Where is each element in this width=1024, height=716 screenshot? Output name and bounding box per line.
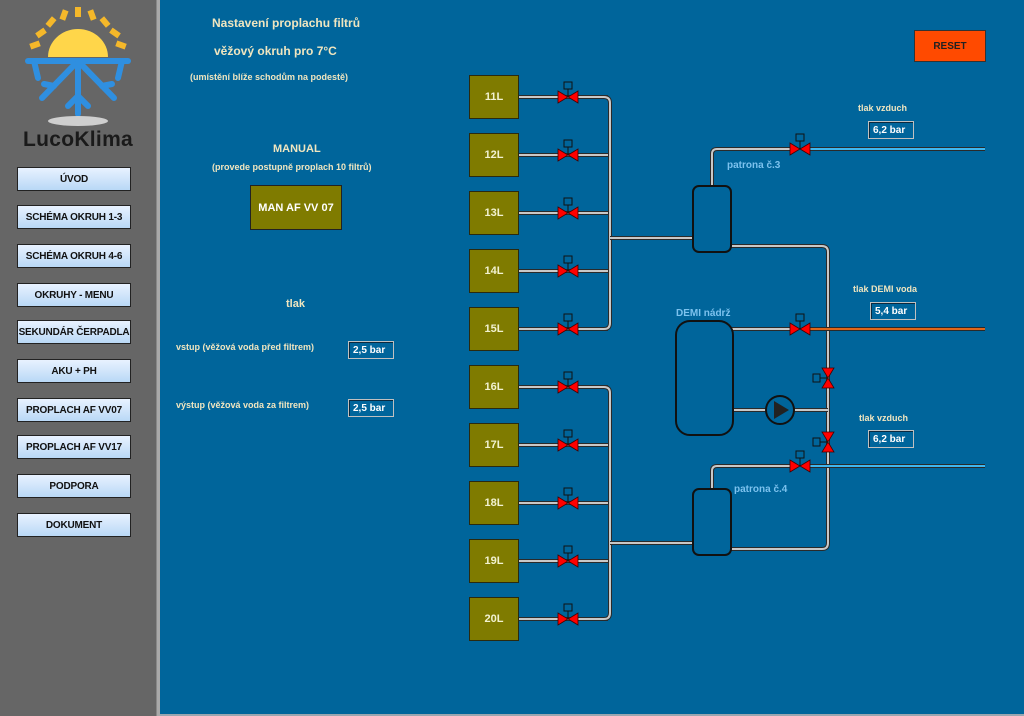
air-pressure-bottom-value: 6,2 bar — [868, 430, 914, 448]
nav-aku-ph-button[interactable]: AKU + PH — [17, 359, 131, 383]
filter-valve-17[interactable] — [557, 429, 579, 452]
air-pressure-bottom-label: tlak vzduch — [859, 413, 909, 423]
demi-tank — [675, 320, 734, 436]
manual-description: (provede postupně proplach 10 filtrů) — [212, 162, 372, 172]
brand-name: LucoKlima — [22, 128, 134, 151]
filter-18l[interactable]: 18L — [469, 481, 519, 525]
manual-title: MANUAL — [273, 143, 321, 155]
filter-valve-12[interactable] — [557, 139, 579, 162]
collector-top-core — [603, 96, 611, 330]
nav-uvod-button[interactable]: ÚVOD — [17, 167, 131, 191]
filter-17l[interactable]: 17L — [469, 423, 519, 467]
collector-bottom-core — [603, 386, 611, 620]
filter-19l[interactable]: 19L — [469, 539, 519, 583]
filter-16l[interactable]: 16L — [469, 365, 519, 409]
manual-flush-button[interactable]: MAN AF VV 07 — [250, 185, 342, 230]
filter-valve-14[interactable] — [557, 255, 579, 278]
filter-valve-11[interactable] — [557, 81, 579, 104]
riser-valve-upper[interactable] — [812, 367, 835, 389]
pump-icon — [765, 395, 795, 425]
cartridge-4-label: patrona č.4 — [734, 484, 788, 495]
cartridge-3-air-pipe-core — [711, 148, 790, 186]
filter-20l[interactable]: 20L — [469, 597, 519, 641]
filter-13l[interactable]: 13L — [469, 191, 519, 235]
outlet-pressure-value: 2,5 bar — [348, 399, 394, 417]
filter-valve-15[interactable] — [557, 313, 579, 336]
nav-dokument-button[interactable]: DOKUMENT — [17, 513, 131, 537]
riser-valve-lower[interactable] — [812, 431, 835, 453]
demi-valve[interactable] — [789, 313, 811, 336]
filter-valve-13[interactable] — [557, 197, 579, 220]
filter-12l[interactable]: 12L — [469, 133, 519, 177]
page-title: Nastavení proplachu filtrů — [212, 16, 361, 30]
filter-11l[interactable]: 11L — [469, 75, 519, 119]
nav-sekundar-cerpadla-button[interactable]: SEKUNDÁR ČERPADLA — [17, 320, 131, 344]
cartridge-3-tank — [692, 185, 732, 253]
nav-proplach-af-vv07-button[interactable]: PROPLACH AF VV07 — [17, 398, 131, 422]
pressure-title: tlak — [286, 298, 305, 310]
sidebar: LucoKlima ÚVOD SCHÉMA OKRUH 1-3 SCHÉMA O… — [0, 0, 156, 716]
riser-pipe-core — [731, 245, 829, 550]
nav-schema-okruh-1-3-button[interactable]: SCHÉMA OKRUH 1-3 — [17, 205, 131, 229]
nav-schema-okruh-4-6-button[interactable]: SCHÉMA OKRUH 4-6 — [17, 244, 131, 268]
logo-icon — [25, 7, 131, 126]
filter-valve-16[interactable] — [557, 371, 579, 394]
nav-okruhy-menu-button[interactable]: OKRUHY - MENU — [17, 283, 131, 307]
demi-pressure-label: tlak DEMI voda — [853, 284, 918, 294]
nav-proplach-af-vv17-button[interactable]: PROPLACH AF VV17 — [17, 435, 131, 459]
demi-tank-label: DEMI nádrž — [676, 308, 731, 319]
sidebar-divider — [156, 0, 161, 716]
page-subtitle: věžový okruh pro 7°C — [214, 44, 337, 58]
air-pressure-top-value: 6,2 bar — [868, 121, 914, 139]
demi-pressure-value: 5,4 bar — [870, 302, 916, 320]
reset-button[interactable]: RESET — [914, 30, 986, 62]
cartridge-4-tank — [692, 488, 732, 556]
cartridge-3-label: patrona č.3 — [727, 160, 781, 171]
air-valve-bottom[interactable] — [789, 450, 811, 473]
air-valve-top[interactable] — [789, 133, 811, 156]
filter-valve-19[interactable] — [557, 545, 579, 568]
main-panel — [160, 0, 1024, 714]
cartridge-4-air-pipe-core — [711, 465, 790, 489]
filter-valve-20[interactable] — [557, 603, 579, 626]
inlet-pressure-label: vstup (věžová voda před filtrem) — [176, 342, 315, 352]
inlet-pressure-value: 2,5 bar — [348, 341, 394, 359]
filter-valve-18[interactable] — [557, 487, 579, 510]
bottom-border — [160, 714, 1024, 716]
air-pressure-top-label: tlak vzduch — [858, 103, 908, 113]
filter-15l[interactable]: 15L — [469, 307, 519, 351]
filter-14l[interactable]: 14L — [469, 249, 519, 293]
location-note: (umístění blíže schodům na podestě) — [190, 72, 349, 82]
outlet-pressure-label: výstup (věžová voda za filtrem) — [176, 400, 310, 410]
nav-podpora-button[interactable]: PODPORA — [17, 474, 131, 498]
